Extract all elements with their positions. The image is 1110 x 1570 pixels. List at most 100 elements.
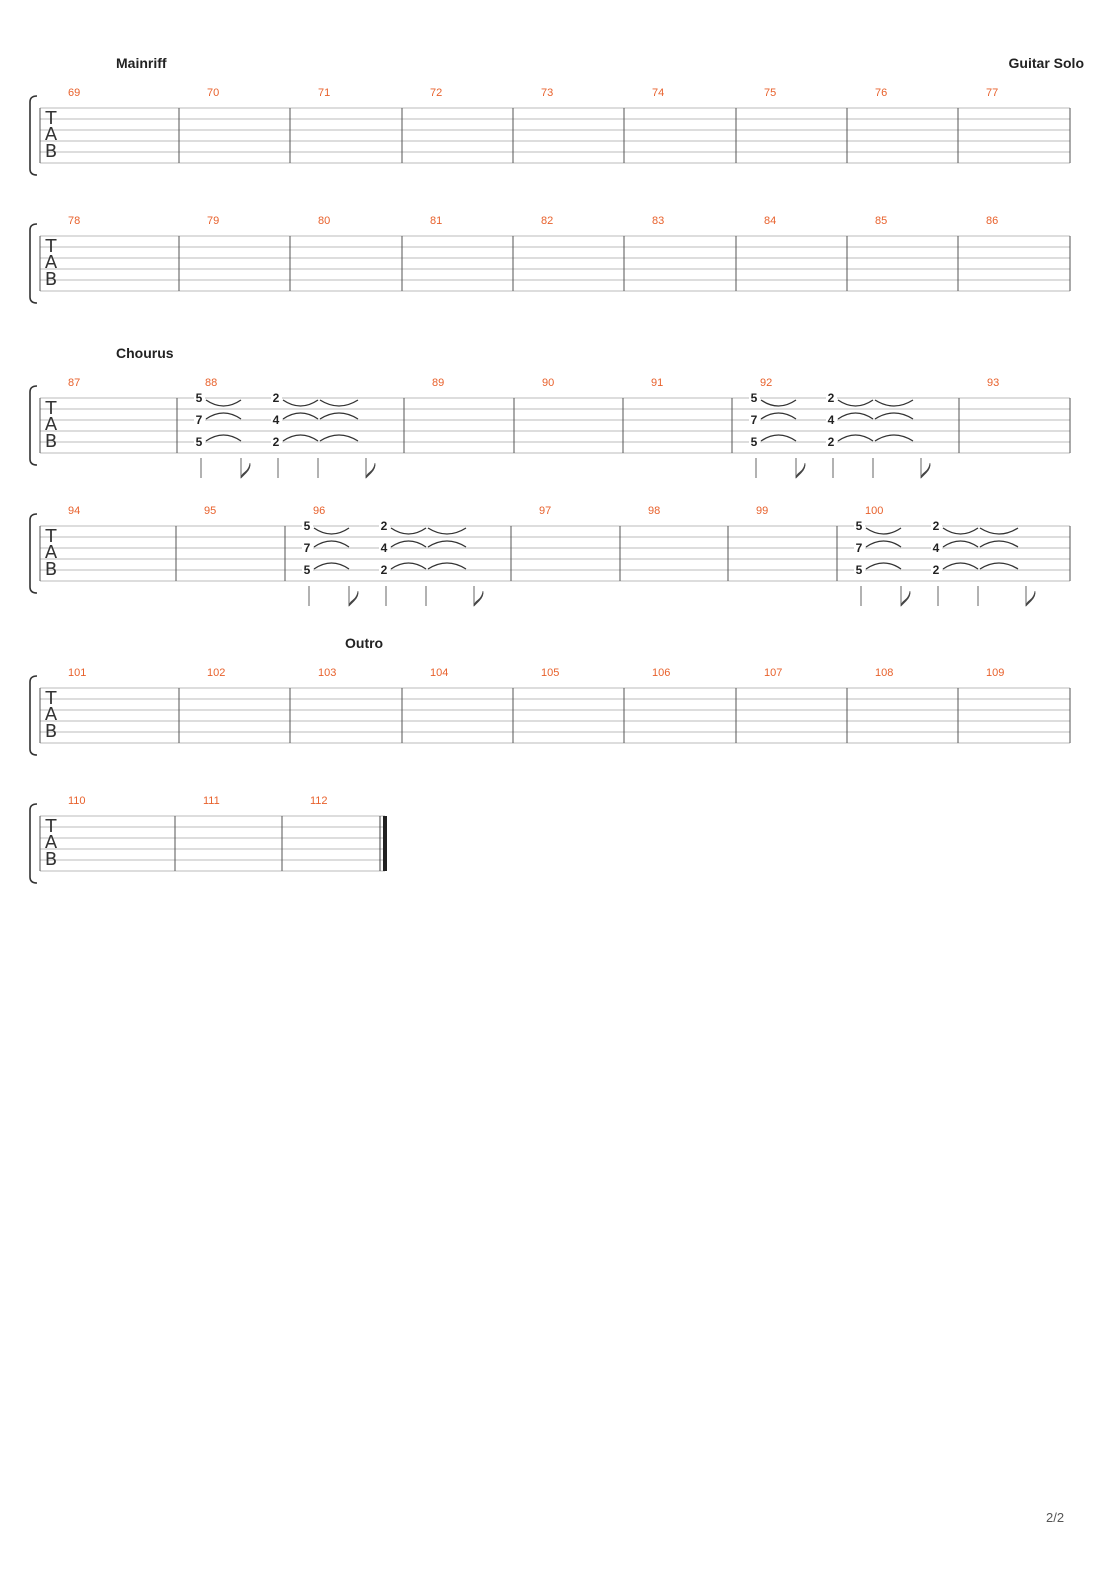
measure-number: 70 bbox=[207, 87, 219, 99]
fret-bg bbox=[749, 413, 760, 427]
fret-number: 4 bbox=[381, 541, 388, 555]
fret-number: 7 bbox=[751, 413, 758, 427]
measure-number: 95 bbox=[204, 505, 216, 517]
measure-number: 87 bbox=[68, 377, 80, 389]
fret-number: 4 bbox=[933, 541, 940, 555]
fret-bg bbox=[931, 563, 942, 577]
tie-arc bbox=[865, 540, 902, 548]
tie-arc bbox=[319, 434, 359, 442]
tie-arc bbox=[205, 412, 242, 420]
tie-arc bbox=[874, 399, 914, 407]
section-label-guitar-solo: Guitar Solo bbox=[1009, 55, 1084, 71]
tie-arc bbox=[282, 412, 319, 420]
tab-clef-letter: T bbox=[45, 526, 58, 547]
fret-bg bbox=[749, 435, 760, 449]
measure-number: 90 bbox=[542, 377, 554, 389]
rhythm-flag bbox=[1025, 590, 1036, 607]
system-bracket bbox=[29, 95, 38, 176]
fret-number: 4 bbox=[828, 413, 835, 427]
tab-clef-letter: B bbox=[45, 849, 57, 870]
measure-number: 86 bbox=[986, 215, 998, 227]
measure-number: 99 bbox=[756, 505, 768, 517]
fret-number: 2 bbox=[933, 519, 940, 533]
measure-number: 105 bbox=[541, 667, 559, 679]
tie-arc bbox=[205, 399, 242, 407]
tie-arc bbox=[313, 540, 350, 548]
tie-arc bbox=[282, 434, 319, 442]
rhythm-flag bbox=[920, 462, 931, 479]
tie-arc bbox=[282, 399, 319, 407]
fret-bg bbox=[826, 435, 837, 449]
tie-arc bbox=[390, 540, 427, 548]
fret-number: 5 bbox=[304, 519, 311, 533]
fret-number: 5 bbox=[751, 435, 758, 449]
fret-bg bbox=[854, 563, 865, 577]
tie-arc bbox=[837, 434, 874, 442]
tie-arc bbox=[942, 540, 979, 548]
tie-arc bbox=[390, 527, 427, 535]
section-label-mainriff: Mainriff bbox=[116, 55, 167, 71]
fret-bg bbox=[931, 519, 942, 533]
measure-number: 110 bbox=[68, 795, 86, 807]
fret-number: 2 bbox=[273, 391, 280, 405]
measure-number: 100 bbox=[865, 505, 883, 517]
tab-clef-letter: A bbox=[45, 252, 58, 273]
measure-number: 94 bbox=[68, 505, 80, 517]
measure-number: 108 bbox=[875, 667, 893, 679]
fret-bg bbox=[854, 541, 865, 555]
rhythm-flag bbox=[900, 590, 911, 607]
measure-number: 103 bbox=[318, 667, 336, 679]
system-bracket bbox=[29, 513, 38, 594]
measure-number: 97 bbox=[539, 505, 551, 517]
fret-bg bbox=[302, 541, 313, 555]
tie-arc bbox=[865, 527, 902, 535]
measure-number: 106 bbox=[652, 667, 670, 679]
fret-bg bbox=[302, 519, 313, 533]
system-bracket bbox=[29, 385, 38, 466]
fret-bg bbox=[826, 413, 837, 427]
tie-arc bbox=[313, 562, 350, 570]
measure-number: 101 bbox=[68, 667, 86, 679]
page-indicator: 2/2 bbox=[1046, 1510, 1065, 1525]
tab-clef-letter: T bbox=[45, 398, 58, 419]
fret-bg bbox=[194, 435, 205, 449]
tie-arc bbox=[837, 399, 874, 407]
tab-clef-letter: B bbox=[45, 559, 57, 580]
measure-number: 79 bbox=[207, 215, 219, 227]
tie-arc bbox=[319, 399, 359, 407]
fret-bg bbox=[854, 519, 865, 533]
fret-bg bbox=[271, 435, 282, 449]
rhythm-flag bbox=[348, 590, 359, 607]
measure-number: 109 bbox=[986, 667, 1004, 679]
tab-clef-letter: A bbox=[45, 704, 58, 725]
fret-number: 7 bbox=[856, 541, 863, 555]
tab-clef-letter: T bbox=[45, 108, 58, 129]
rhythm-flag bbox=[240, 462, 251, 479]
tie-arc bbox=[760, 399, 797, 407]
tab-clef-letter: B bbox=[45, 141, 57, 162]
measure-number: 83 bbox=[652, 215, 664, 227]
tab-clef-letter: B bbox=[45, 269, 57, 290]
measure-number: 98 bbox=[648, 505, 660, 517]
fret-bg bbox=[749, 391, 760, 405]
measure-number: 73 bbox=[541, 87, 553, 99]
tab-clef-letter: A bbox=[45, 414, 58, 435]
tie-arc bbox=[979, 540, 1019, 548]
measure-number: 93 bbox=[987, 377, 999, 389]
measure-number: 89 bbox=[432, 377, 444, 389]
measure-number: 80 bbox=[318, 215, 330, 227]
measure-number: 69 bbox=[68, 87, 80, 99]
tie-arc bbox=[760, 412, 797, 420]
tie-arc bbox=[874, 412, 914, 420]
measure-number: 112 bbox=[310, 795, 328, 807]
tab-clef-letter: B bbox=[45, 431, 57, 452]
tab-clef-letter: T bbox=[45, 688, 58, 709]
fret-number: 4 bbox=[273, 413, 280, 427]
tie-arc bbox=[942, 562, 979, 570]
tab-clef-letter: A bbox=[45, 542, 58, 563]
section-label-outro: Outro bbox=[345, 635, 383, 651]
tie-arc bbox=[205, 434, 242, 442]
tie-arc bbox=[874, 434, 914, 442]
